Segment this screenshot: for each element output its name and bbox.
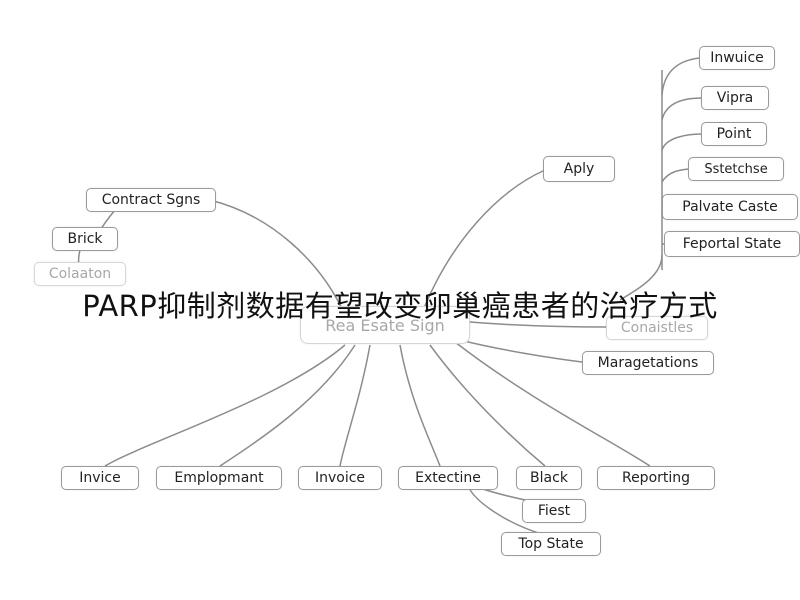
edge-center-reporting [454,341,651,467]
node-list-sstetchse[interactable]: Sstetchse [688,157,784,181]
edge-center-invoice [339,344,371,467]
node-contract-signs[interactable]: Contract Sgns [86,188,216,212]
edge-center-invice [104,344,346,467]
node-list-inwuice[interactable]: Inwuice [699,46,775,70]
node-invice[interactable]: Invice [61,466,139,490]
node-fiest[interactable]: Fiest [522,499,586,523]
node-maragetations[interactable]: Maragetations [582,351,714,375]
edge-center-extectine [399,344,441,467]
center-node[interactable]: Rea Esate Sign [300,306,470,344]
edge-list-4 [661,168,690,183]
node-brick[interactable]: Brick [52,227,118,251]
node-reporting[interactable]: Reporting [597,466,715,490]
node-extectine[interactable]: Extectine [398,466,498,490]
node-list-palvate-caste[interactable]: Palvate Caste [662,194,798,220]
edge-center-maragetations [459,339,583,363]
edge-center-aply [419,169,546,319]
edge-list-2 [661,97,703,121]
node-colation[interactable]: Colaaton [34,262,126,286]
edge-center-emplopmant [219,344,356,467]
edge-list-bottom [619,254,663,301]
node-invoice[interactable]: Invoice [298,466,382,490]
edge-center-contract [209,199,346,316]
edge-extectine-topstate [469,489,546,536]
node-list-feportal-state[interactable]: Feportal State [664,231,800,257]
node-list-vipra[interactable]: Vipra [701,86,769,110]
node-list-point[interactable]: Point [701,122,767,146]
edge-list-1 [661,57,701,96]
node-top-state[interactable]: Top State [501,532,601,556]
edge-list-3 [661,133,703,151]
edge-center-consistles [469,321,608,328]
node-aply[interactable]: Aply [543,156,615,182]
node-black[interactable]: Black [516,466,582,490]
node-emplopmant[interactable]: Emplopmant [156,466,282,490]
node-consistles[interactable]: Conaistles [606,316,708,340]
edge-center-black [429,344,546,467]
